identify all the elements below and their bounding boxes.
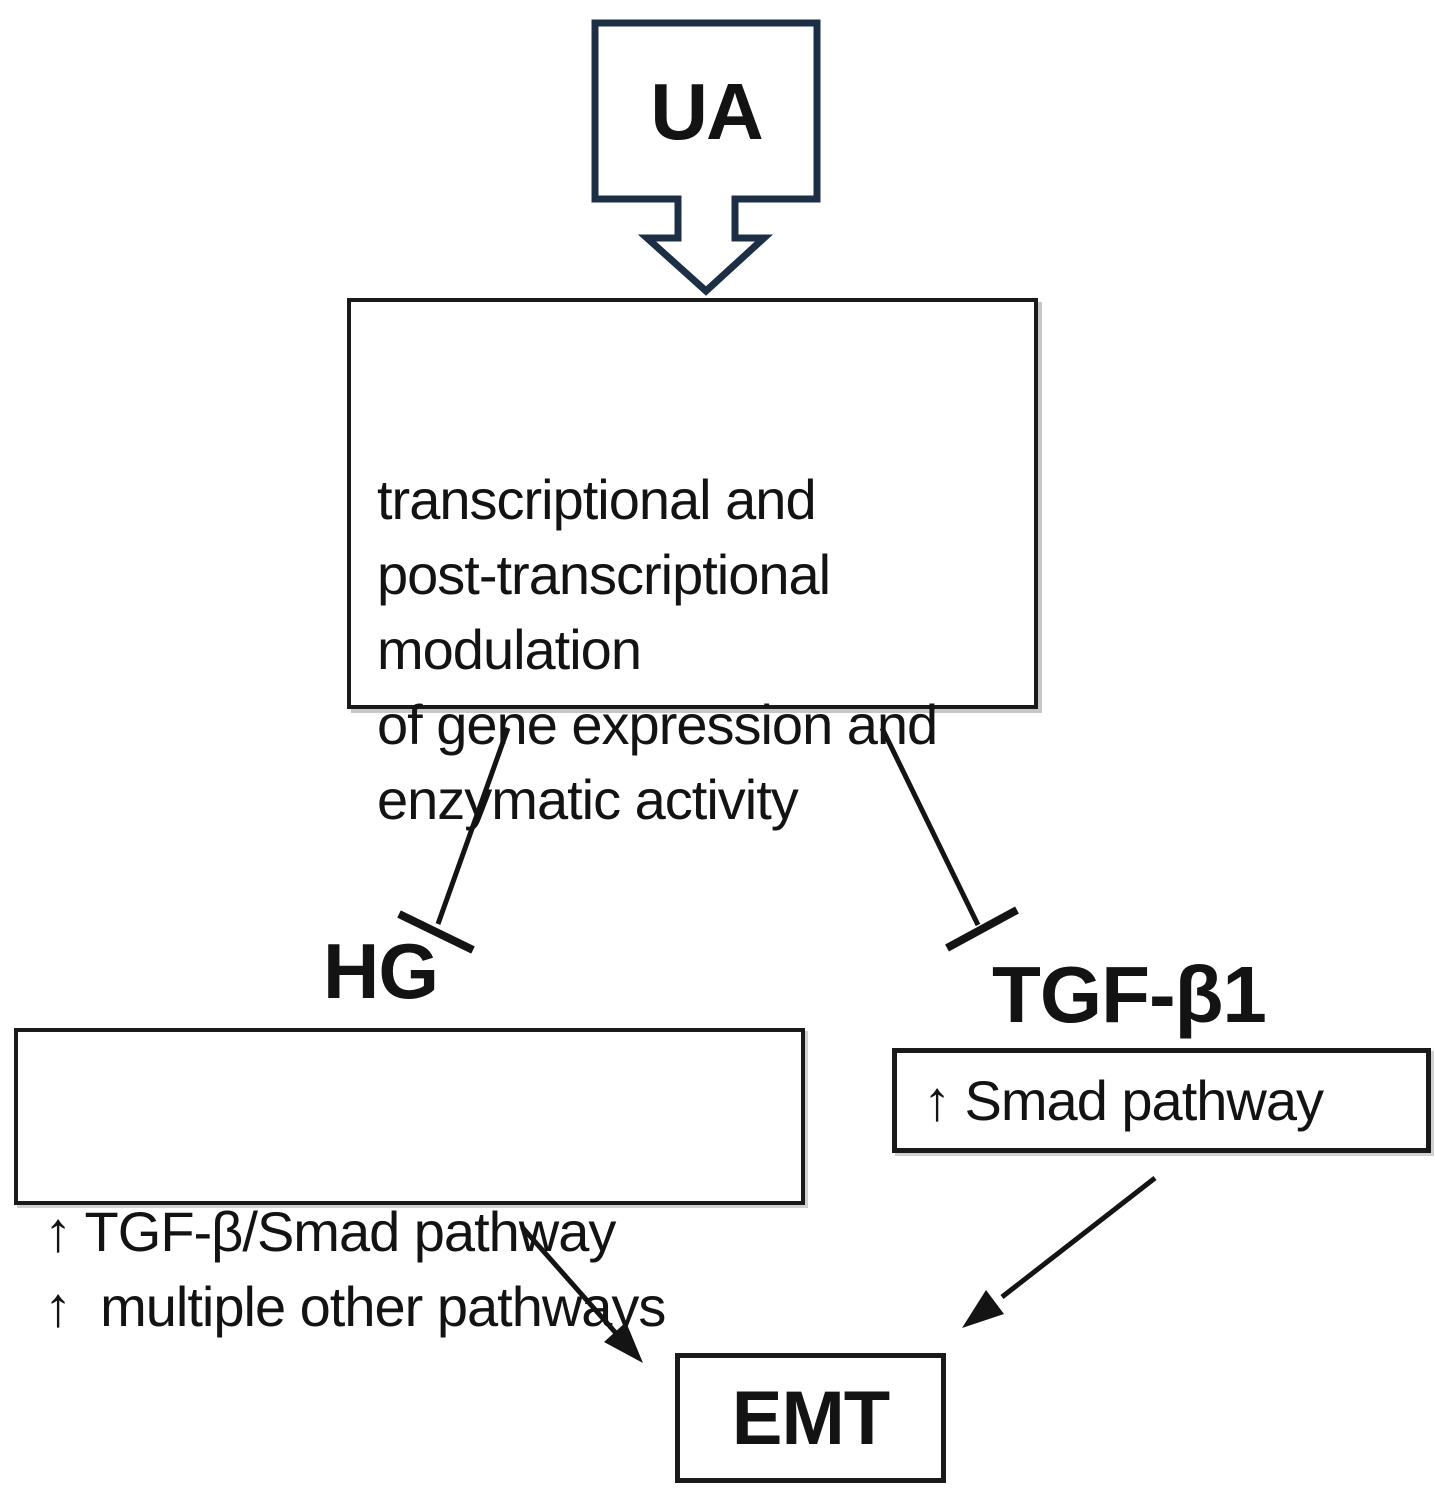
activation-arrow-tgfb1-emt <box>962 1176 1157 1328</box>
node-hg-effects: ↑ TGF-β/Smad pathway ↑ multiple other pa… <box>14 1028 805 1338</box>
modulation-text: transcriptional and post-transcriptional… <box>377 468 938 831</box>
hg-effects-text: ↑ TGF-β/Smad pathway ↑ multiple other pa… <box>44 1200 666 1338</box>
inhibition-tbar-icon-hg <box>397 910 475 954</box>
node-modulation: transcriptional and post-transcriptional… <box>347 298 1038 831</box>
node-emt: EMT <box>675 1353 946 1483</box>
node-tgfb1-label: TGF-β1 <box>992 950 1267 1039</box>
activation-arrow-hg-emt <box>520 1225 643 1363</box>
inhibition-connector-modulation-hg <box>397 727 511 954</box>
arrowhead-icon-hg-emt <box>604 1322 643 1363</box>
ua-block-arrow <box>591 19 821 296</box>
inhibition-tbar-icon-tgfb1 <box>945 906 1019 952</box>
arrow-line-tgfb1-emt <box>1000 1176 1157 1299</box>
inhibition-connector-modulation-tgfb1 <box>879 726 1019 952</box>
emt-label-text: EMT <box>731 1375 890 1461</box>
inhibition-line-tgfb1 <box>879 726 981 927</box>
tgfb1-effects-text: ↑ Smad pathway <box>923 1069 1324 1132</box>
node-tgfb1-effects: ↑ Smad pathway <box>892 1048 1431 1153</box>
node-hg-label: HG <box>323 927 439 1015</box>
arrowhead-icon-tgfb1-emt <box>962 1290 1004 1328</box>
node-ua: UA <box>595 23 817 200</box>
ua-label-text: UA <box>650 66 764 156</box>
inhibition-line-hg <box>435 727 511 925</box>
arrow-line-hg-emt <box>520 1225 624 1342</box>
